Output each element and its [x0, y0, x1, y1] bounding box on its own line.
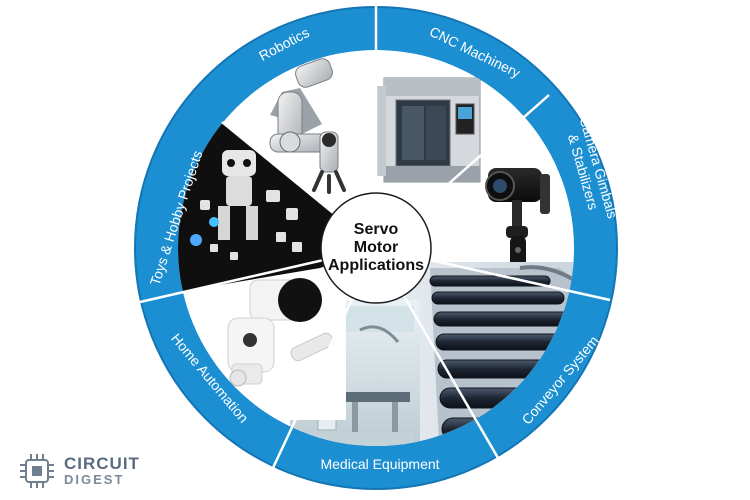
center-title-line-1: Servo [354, 221, 399, 238]
chip-logo-icon [20, 454, 54, 488]
segment-label-medical-equipment: Medical Equipment [320, 456, 439, 472]
cnc-machinery-image [376, 77, 481, 183]
center-title-line-2: Motor [354, 239, 398, 256]
logo-text-digest: DIGEST [64, 472, 125, 487]
robotics-image [269, 58, 346, 194]
logo-text-circuit: CIRCUIT [64, 454, 140, 473]
circuit-digest-logo: CIRCUIT DIGEST [18, 452, 158, 492]
center-circle [320, 192, 432, 304]
center-title-line-3: Applications [328, 257, 424, 274]
home-automation-image [216, 270, 346, 420]
